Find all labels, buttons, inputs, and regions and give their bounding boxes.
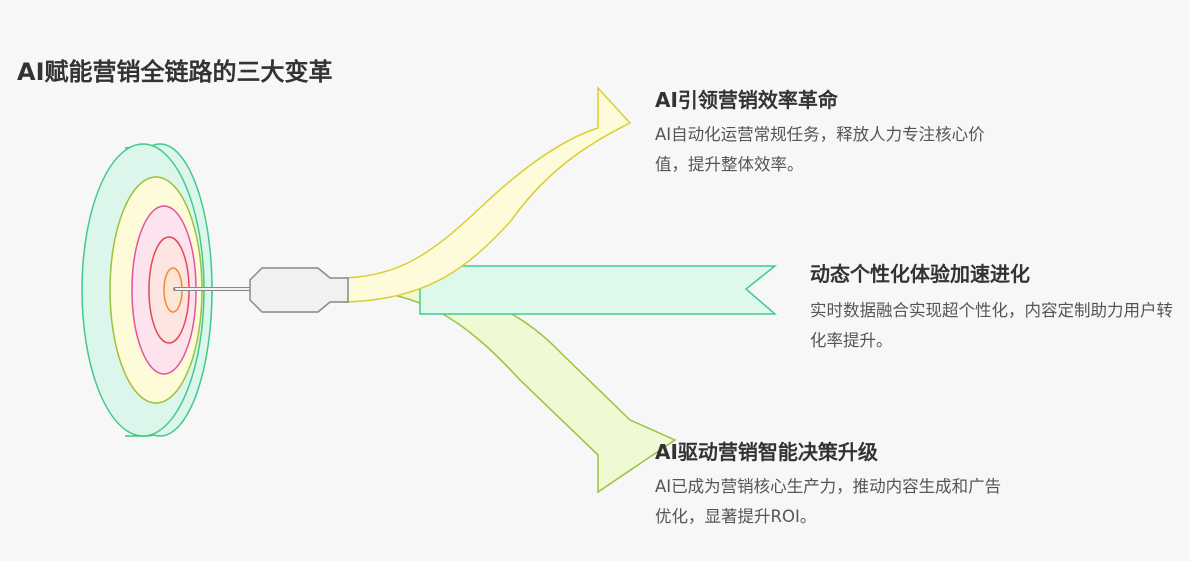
item-heading-3: AI驱动营销智能决策升级: [655, 440, 878, 464]
item-heading-1: AI引领营销效率革命: [655, 88, 838, 112]
ribbon-middle: [419, 265, 778, 315]
ribbon-bottom: [344, 283, 677, 494]
item-description-2: 实时数据融合实现超个性化，内容定制助力用户转化率提升。: [810, 301, 1173, 350]
page-title: AI赋能营销全链路的三大变革: [17, 58, 333, 86]
ribbon-top: [344, 86, 632, 303]
item-description-3: AI已成为营销核心生产力，推动内容生成和广告优化，显著提升ROI。: [655, 477, 1002, 526]
item-description-1: AI自动化运营常规任务，释放人力专注核心价值，提升整体效率。: [655, 125, 985, 174]
item-heading-2: 动态个性化体验加速进化: [810, 262, 1030, 286]
dart-barrel: [249, 267, 349, 313]
